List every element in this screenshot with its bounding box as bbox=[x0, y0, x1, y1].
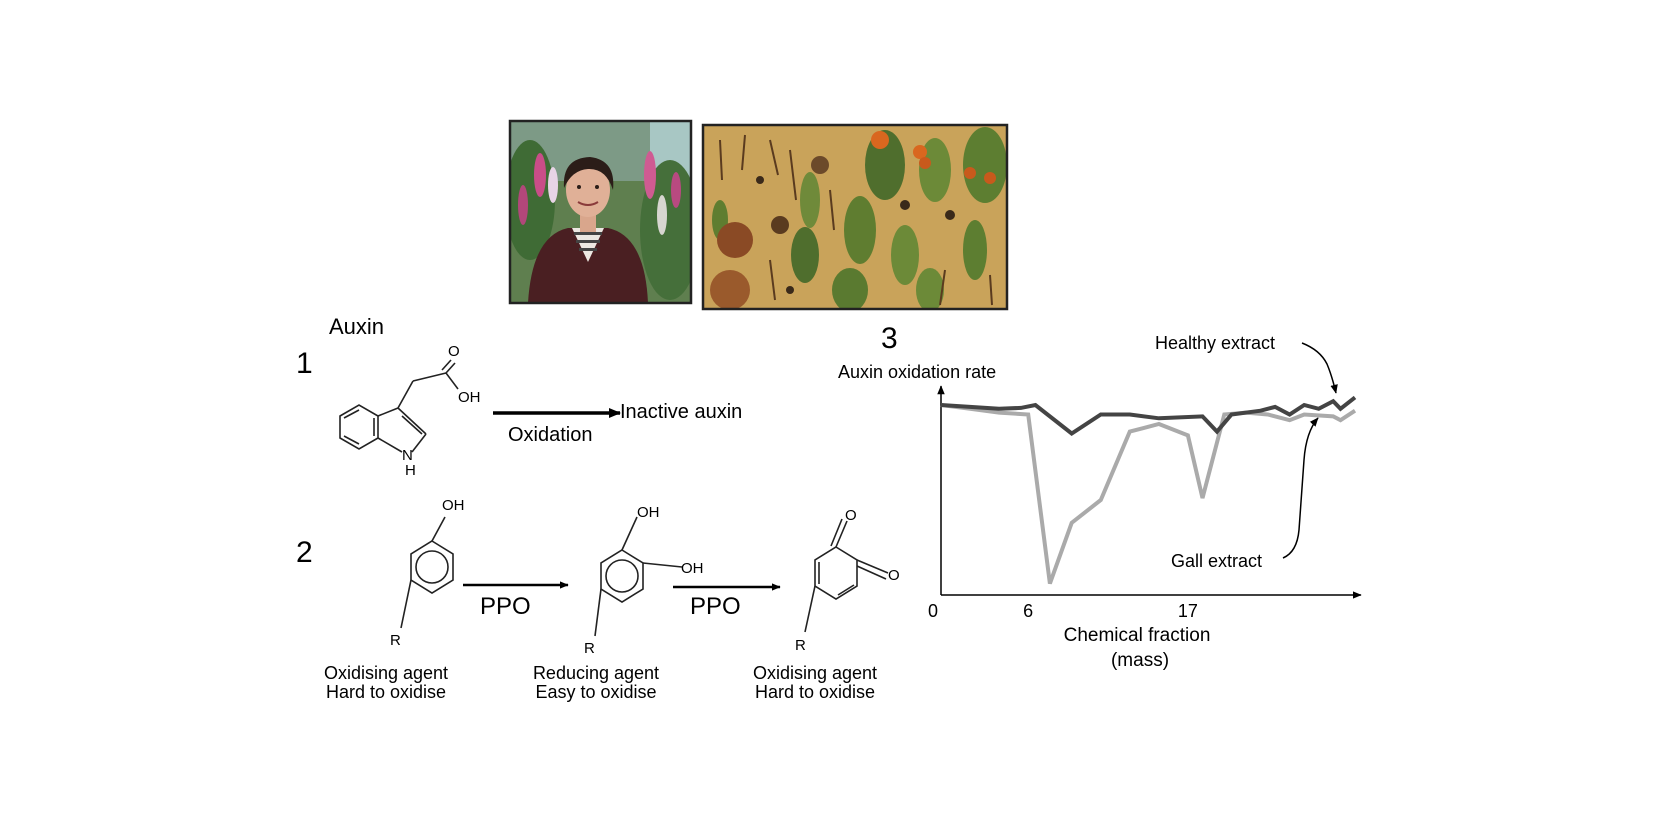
mol1-oh: OH bbox=[442, 497, 465, 514]
panel-1-number: 1 bbox=[296, 347, 313, 380]
mol3-o-2: O bbox=[888, 567, 900, 584]
oxidation-label: Oxidation bbox=[508, 424, 593, 446]
healthy-extract-pointer bbox=[1301, 342, 1338, 394]
mol2-r: R bbox=[584, 640, 595, 657]
mol2-oh-2: OH bbox=[681, 560, 704, 577]
x-tick-label-17: 17 bbox=[1178, 601, 1198, 621]
mol3-o-1: O bbox=[845, 507, 857, 524]
mol1-caption-1: Oxidising agent bbox=[324, 663, 448, 683]
gall-extract-label: Gall extract bbox=[1171, 551, 1262, 571]
catechol-molecule: OH OH R bbox=[584, 504, 704, 657]
y-axis-label: Auxin oxidation rate bbox=[838, 362, 996, 382]
series-line-gall-extract bbox=[940, 403, 1357, 585]
x-tick-label-0: 0 bbox=[928, 601, 938, 621]
atom-n: N bbox=[402, 447, 413, 464]
portrait-photo bbox=[510, 121, 691, 303]
plant-galls-illustration bbox=[703, 125, 1007, 309]
x-axis-label: Chemical fraction bbox=[1064, 625, 1211, 646]
mol1-r: R bbox=[390, 632, 401, 649]
atom-h: H bbox=[405, 462, 416, 479]
atom-oh: OH bbox=[458, 389, 481, 406]
mol1-caption-2: Hard to oxidise bbox=[326, 682, 446, 702]
mol3-caption-1: Oxidising agent bbox=[753, 663, 877, 683]
x-axis-label-unit: (mass) bbox=[1111, 650, 1169, 671]
mol2-caption-2: Easy to oxidise bbox=[535, 682, 656, 702]
mol3-r: R bbox=[795, 637, 806, 654]
ppo-label-1: PPO bbox=[480, 593, 531, 620]
healthy-extract-label: Healthy extract bbox=[1155, 333, 1275, 353]
panel-3-number: 3 bbox=[881, 322, 898, 355]
x-ticks: 0 6 17 bbox=[928, 601, 1198, 621]
x-tick-label-6: 6 bbox=[1023, 601, 1033, 621]
mol2-oh-1: OH bbox=[637, 504, 660, 521]
quinone-molecule: O O R bbox=[795, 507, 900, 654]
atom-o: O bbox=[448, 343, 460, 360]
ppo-label-2: PPO bbox=[690, 593, 741, 620]
phenol-molecule: OH R bbox=[390, 497, 465, 649]
chart-series bbox=[940, 395, 1357, 585]
auxin-molecule: O OH N H bbox=[339, 343, 481, 479]
panel-1-title: Auxin bbox=[329, 314, 384, 339]
panel-2-number: 2 bbox=[296, 536, 313, 569]
mol2-caption-1: Reducing agent bbox=[533, 663, 659, 683]
mol3-caption-2: Hard to oxidise bbox=[755, 682, 875, 702]
gall-extract-pointer bbox=[1282, 417, 1319, 559]
inactive-auxin-label: Inactive auxin bbox=[620, 401, 742, 423]
series-line-healthy-extract bbox=[940, 395, 1357, 436]
